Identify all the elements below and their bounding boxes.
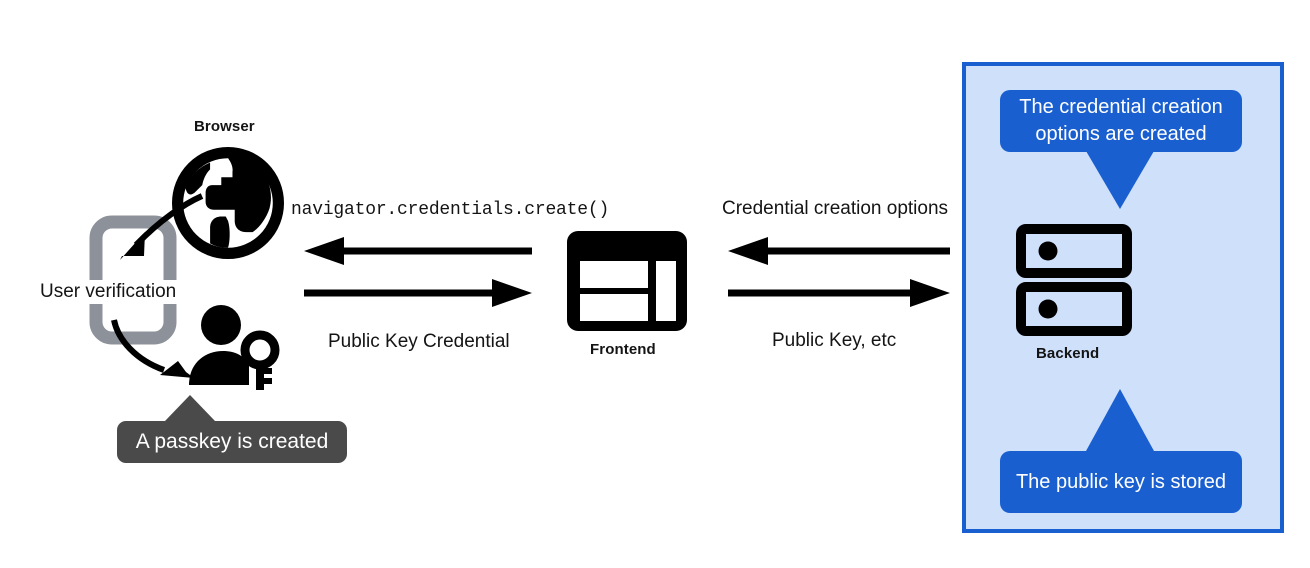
callout-public-key-stored-text: The public key is stored [1015, 470, 1227, 493]
callout-credential-options-created: The credential creation options are crea… [1000, 90, 1242, 152]
arrow-label-credential-creation-options: Credential creation options [722, 198, 949, 219]
arrow-backend-to-frontend [728, 237, 950, 265]
arrow-label-navigator-credentials-create: navigator.credentials.create() [291, 200, 610, 220]
callout-public-key-stored: The public key is stored [1000, 451, 1242, 513]
backend-label: Backend [1036, 345, 1100, 362]
frontend-label: Frontend [590, 341, 656, 358]
callout-top-pointer [1086, 151, 1154, 209]
arrow-browser-to-device [98, 190, 208, 270]
browser-label: Browser [194, 118, 255, 135]
arrow-frontend-to-browser [304, 237, 532, 265]
user-verification-label: User verification [38, 280, 179, 304]
passkey-created-tooltip-text: A passkey is created [135, 430, 329, 453]
arrow-label-public-key-credential: Public Key Credential [328, 331, 510, 352]
server-rack-icon [1016, 224, 1132, 336]
passkey-created-tooltip: A passkey is created [117, 421, 347, 463]
globe-icon [172, 147, 284, 259]
arrow-label-public-key-etc: Public Key, etc [772, 330, 897, 351]
arrow-frontend-to-backend [728, 279, 950, 307]
arrow-device-to-user [108, 318, 218, 388]
user-with-key-icon [187, 305, 287, 393]
passkey-tooltip-pointer [165, 395, 215, 421]
arrow-browser-to-frontend [304, 279, 532, 307]
window-layout-icon [567, 231, 687, 331]
callout-bottom-pointer [1086, 389, 1154, 451]
callout-credential-options-text: The credential creation options are crea… [1019, 96, 1223, 145]
